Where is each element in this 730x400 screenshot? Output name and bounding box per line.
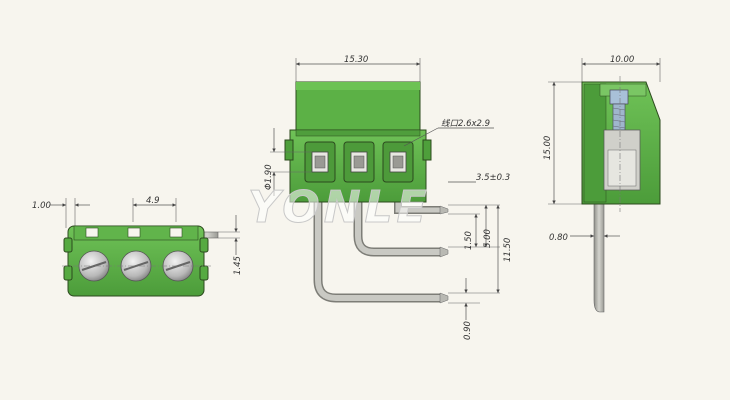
dim-height-pins: 11.50	[503, 238, 513, 262]
dim-side-width: 10.00	[610, 55, 634, 65]
wire-opening	[343, 141, 375, 183]
dim-pin-gap: 1.50	[464, 231, 474, 250]
dim-left-pitch: 4.9	[146, 196, 160, 206]
wire-opening	[304, 141, 336, 183]
dim-hole-dia: Φ1.90	[264, 164, 274, 190]
dim-side-height: 15.00	[543, 136, 553, 160]
dim-width-top: 15.30	[344, 55, 368, 65]
side-view: 10.00 15.00 0.80	[543, 55, 661, 313]
dim-pin-thick: 0.90	[463, 321, 473, 340]
screw-icon	[609, 89, 629, 105]
top-view: 1.00 4.9	[32, 196, 243, 297]
front-view: 15.30	[264, 55, 513, 340]
wire-opening	[382, 141, 414, 183]
screw-icon	[78, 250, 110, 282]
watermark-logo: YONLE	[248, 182, 431, 233]
dim-side-pin: 0.80	[549, 233, 568, 243]
dim-left-height: 1.45	[233, 256, 243, 275]
front-view-body-top	[295, 81, 421, 135]
dim-wire-hole: 线口2.6x2.9	[441, 118, 490, 129]
dim-pin-tip: 3.5±0.3	[476, 173, 510, 183]
dim-pitch: 5.00	[483, 229, 493, 248]
dim-left-offset: 1.00	[32, 201, 51, 211]
